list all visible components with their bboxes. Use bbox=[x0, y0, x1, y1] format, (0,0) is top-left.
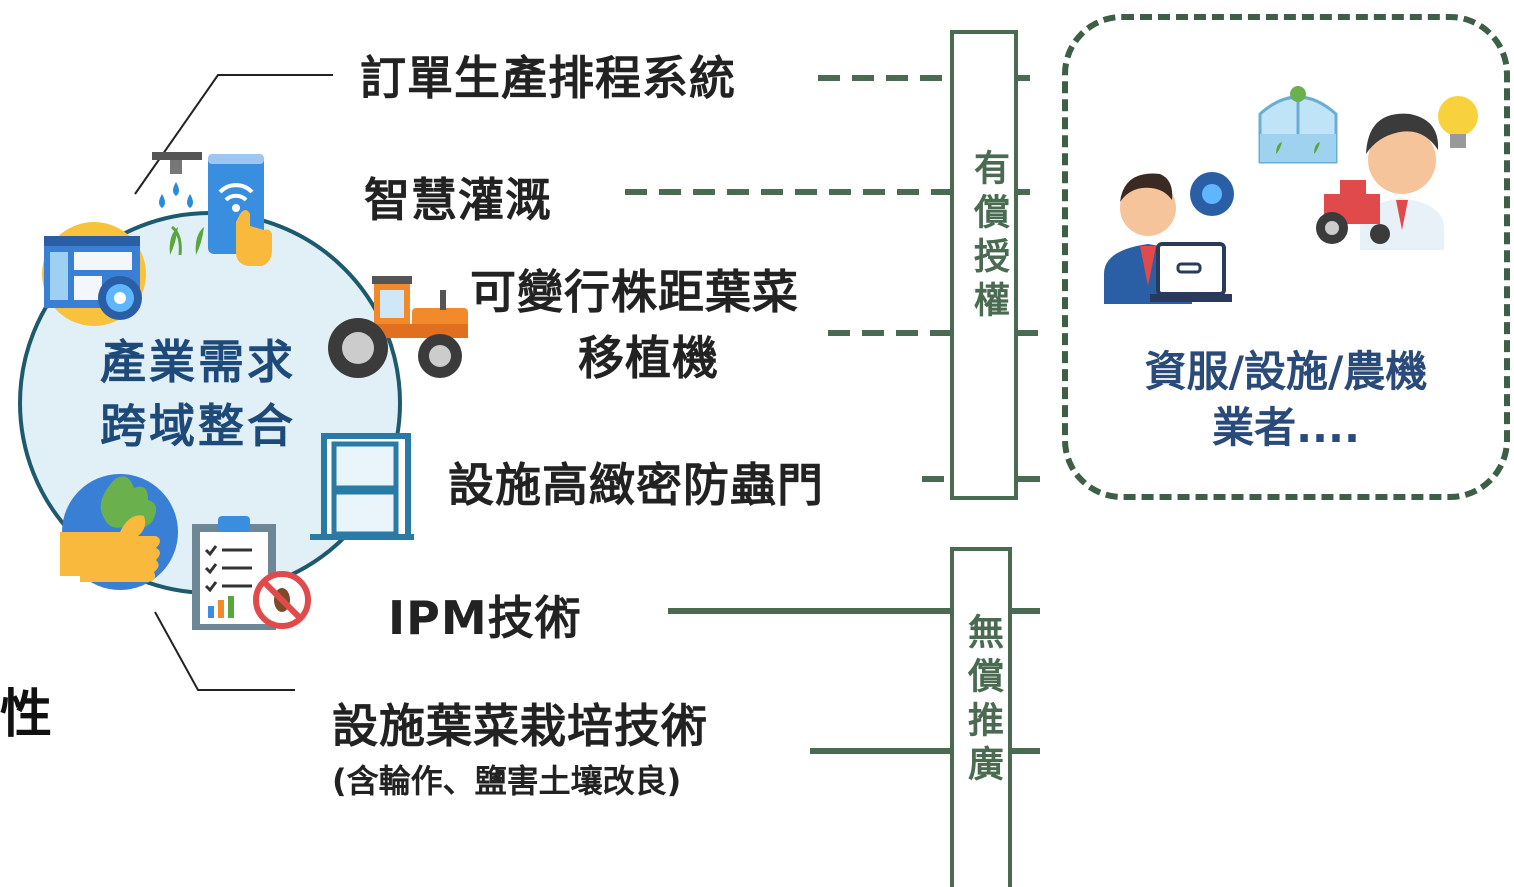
tech-transplanter-line1: 可變行株距葉菜 bbox=[470, 265, 799, 319]
paid-license-label: 有償授權 bbox=[968, 149, 1009, 325]
thumbs-up-lettuce-icon bbox=[60, 474, 178, 590]
tech-cultivation-line1: 設施葉菜栽培技術 bbox=[332, 699, 708, 753]
tech-smart-irrigation: 智慧灌溉 bbox=[364, 173, 552, 227]
edge-text: 性 bbox=[0, 685, 53, 745]
circle-label-line2: 跨域整合 bbox=[100, 399, 296, 453]
paid-license-box: 有償授權 bbox=[950, 30, 1018, 500]
panel-label-line1: 資服/設施/農機 bbox=[1144, 347, 1428, 396]
tech-cultivation-line2: (含輪作、鹽害土壤改良) bbox=[332, 762, 682, 800]
tech-insect-proof-door: 設施高緻密防蟲門 bbox=[448, 458, 824, 512]
tech-transplanter-line2: 移植機 bbox=[578, 331, 719, 385]
farmer-idea-icon bbox=[1316, 96, 1478, 250]
businessman-laptop-icon bbox=[1104, 172, 1234, 304]
circle-label: 產業需求 跨域整合 bbox=[100, 330, 296, 458]
leader-line-bottom bbox=[154, 611, 295, 691]
smartphone-wifi-icon bbox=[208, 154, 272, 266]
door-icon bbox=[310, 433, 414, 540]
tech-ipm: IPM技術 bbox=[388, 591, 582, 645]
panel-label-line2: 業者.... bbox=[1212, 403, 1360, 452]
tractor-icon bbox=[328, 276, 468, 378]
greenhouse-icon bbox=[1258, 86, 1338, 164]
sprinkler-icon bbox=[152, 152, 204, 256]
tech-order-scheduling: 訂單生產排程系統 bbox=[360, 51, 736, 105]
circle-label-line1: 產業需求 bbox=[100, 335, 296, 389]
free-promotion-box: 無償推廣 bbox=[950, 547, 1012, 887]
panel-label: 資服/設施/農機 業者.... bbox=[1066, 344, 1506, 456]
dashboard-gear-icon bbox=[42, 222, 146, 326]
industry-partners-panel bbox=[1062, 14, 1510, 500]
clipboard-pest-icon bbox=[192, 516, 311, 630]
free-promotion-label: 無償推廣 bbox=[962, 613, 1003, 789]
